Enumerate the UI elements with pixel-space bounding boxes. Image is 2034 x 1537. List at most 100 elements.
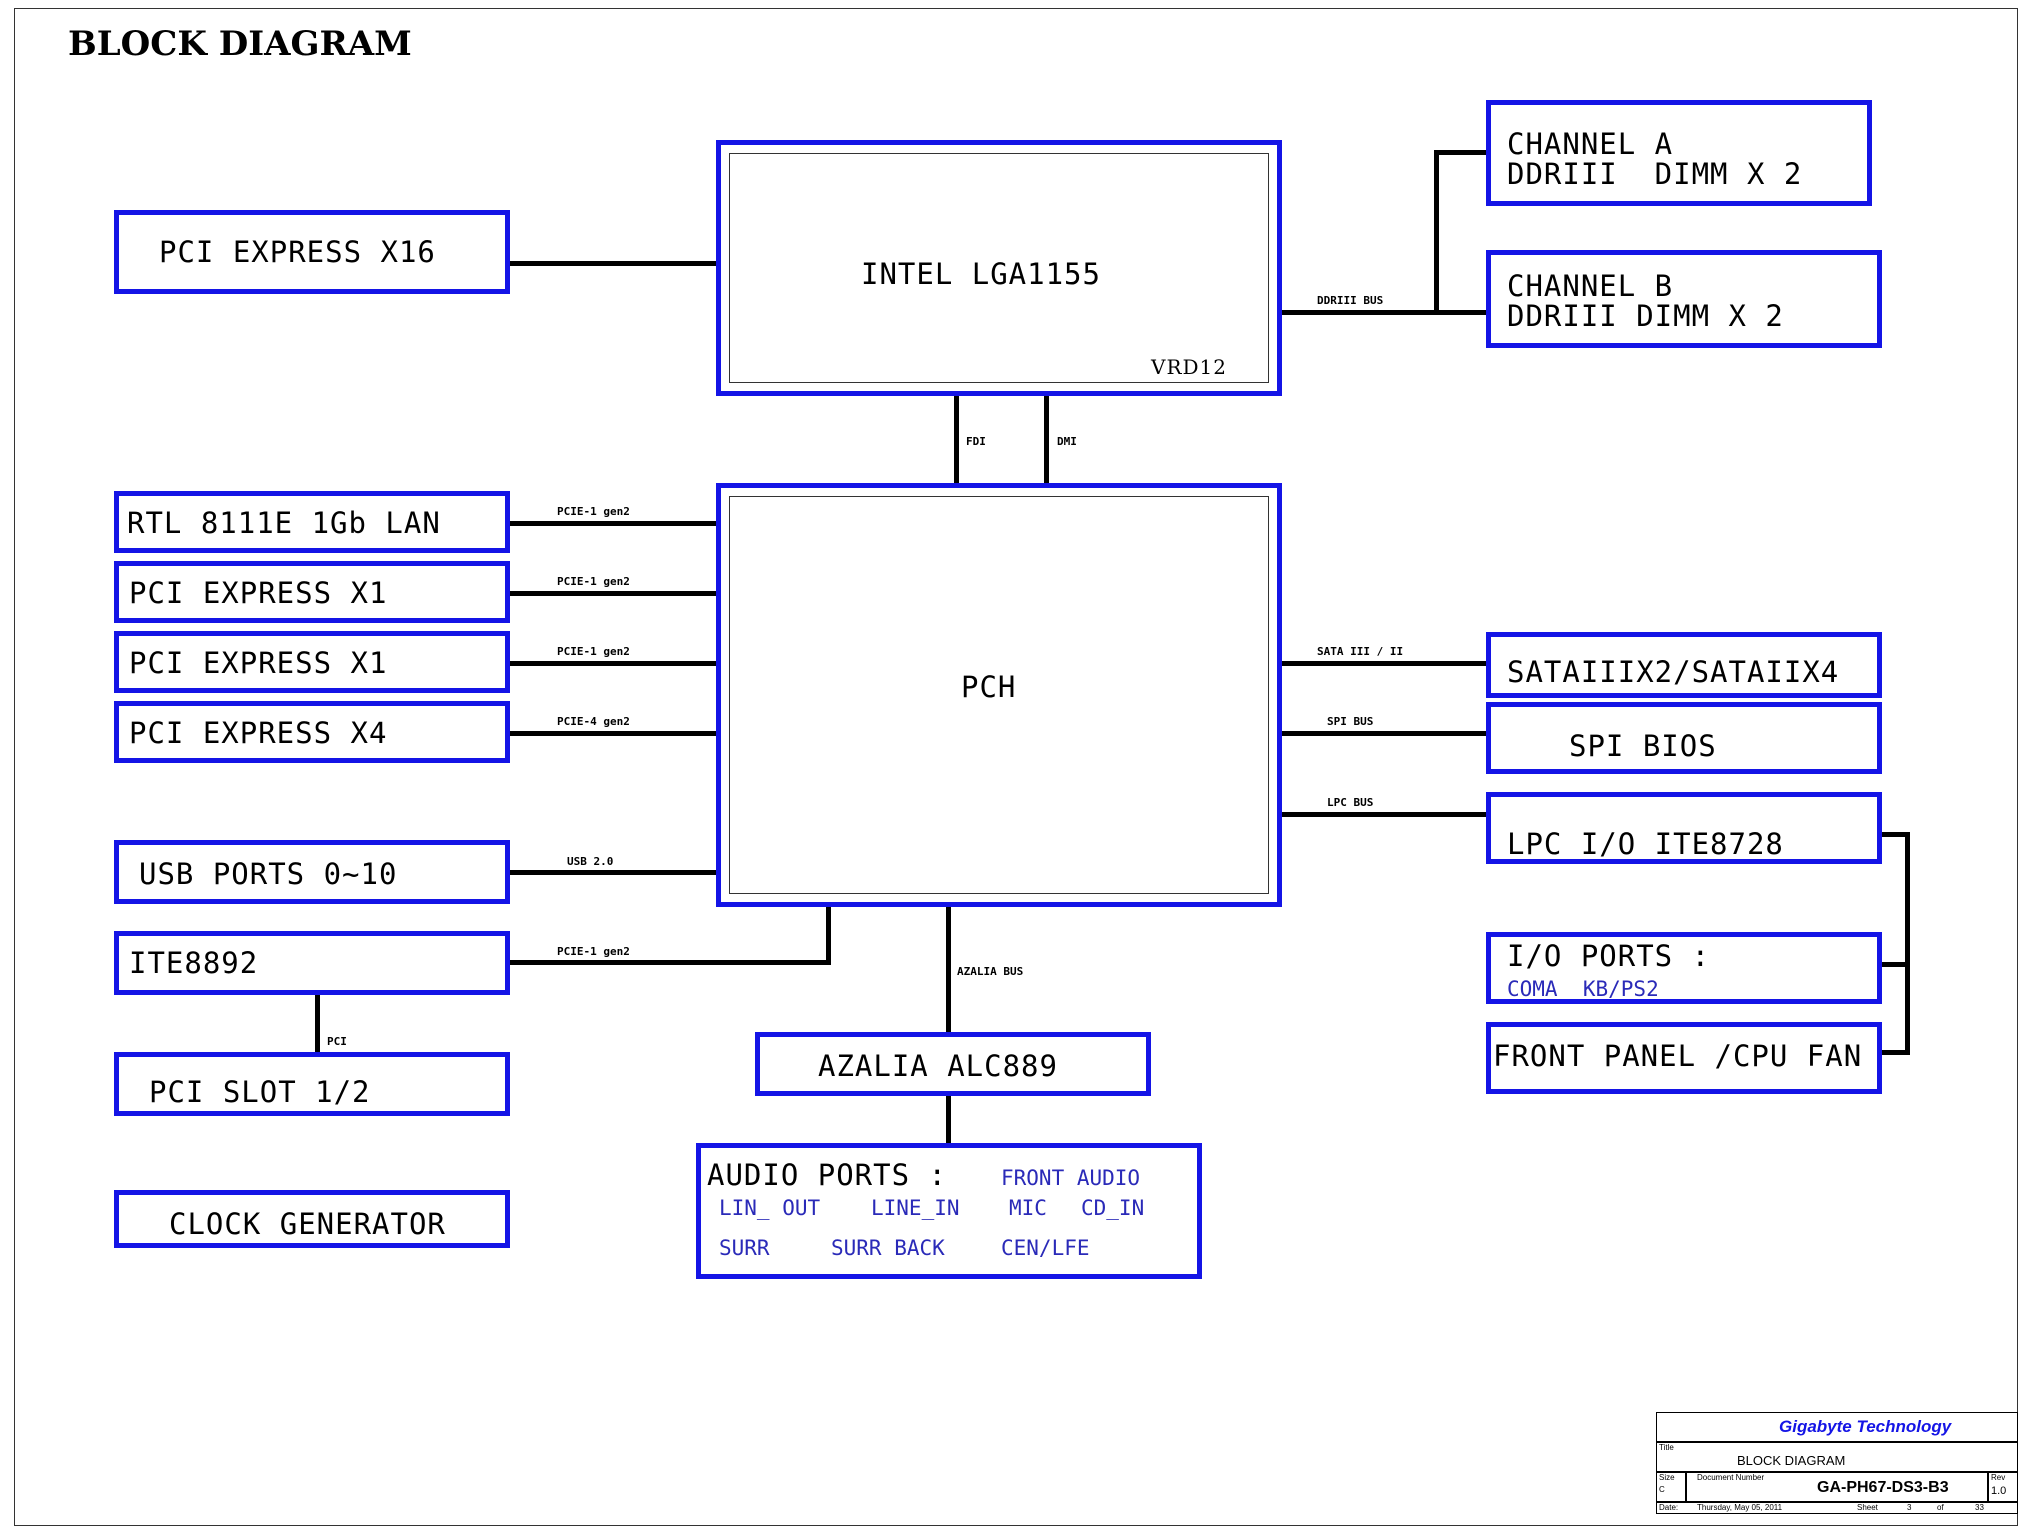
line-sata <box>1280 661 1486 666</box>
line-dmi <box>1044 395 1049 485</box>
sata-label: SATAIIIX2/SATAIIX4 <box>1507 655 1840 689</box>
line-x1-a <box>508 591 716 596</box>
line-ddriii <box>1280 310 1436 315</box>
ite8892-label: ITE8892 <box>129 946 259 980</box>
pch-block: PCH <box>716 483 1282 907</box>
size-field-value: C <box>1659 1485 1665 1494</box>
clock-generator-block: CLOCK GENERATOR <box>114 1190 510 1248</box>
title-block-divider <box>1685 1471 1687 1501</box>
sata-block: SATAIIIX2/SATAIIX4 <box>1486 632 1882 698</box>
lpc-io-block: LPC I/O ITE8728 <box>1486 792 1882 864</box>
doc-number-value: GA-PH67-DS3-B3 <box>1817 1479 1949 1496</box>
bus-label-lpc: LPC BUS <box>1327 796 1374 809</box>
ite8892-block: ITE8892 <box>114 931 510 995</box>
line-azalia <box>946 902 951 1034</box>
pci-slot-block: PCI SLOT 1/2 <box>114 1052 510 1116</box>
audio-ports-block: AUDIO PORTS : FRONT AUDIO LIN_ OUT LINE_… <box>696 1143 1202 1279</box>
bus-label-azalia: AZALIA BUS <box>957 965 1024 978</box>
channel-b-block: CHANNEL B DDRIII DIMM X 2 <box>1486 250 1882 348</box>
rev-value: 1.0 <box>1991 1485 2007 1497</box>
cpu-label: INTEL LGA1155 <box>861 257 1101 291</box>
audio-line-in: LINE_IN <box>871 1196 960 1220</box>
audio-mic: MIC <box>1009 1196 1047 1220</box>
audio-surr-back: SURR BACK <box>831 1236 945 1260</box>
line-pci <box>315 994 320 1058</box>
doc-number-label: Document Number <box>1697 1473 1765 1482</box>
size-field-label: Size <box>1659 1473 1675 1482</box>
line-lpc <box>1280 812 1486 817</box>
bus-label-usb: USB 2.0 <box>567 855 614 868</box>
page-title: BLOCK DIAGRAM <box>68 24 412 64</box>
lpc-io-label: LPC I/O ITE8728 <box>1507 827 1784 861</box>
spi-bios-label: SPI BIOS <box>1569 729 1717 763</box>
pcie-x4-block: PCI EXPRESS X4 <box>114 701 510 763</box>
clock-generator-label: CLOCK GENERATOR <box>169 1207 446 1241</box>
line-front-panel <box>1876 1050 1910 1055</box>
title-block: Gigabyte Technology Title BLOCK DIAGRAM … <box>1656 1412 2018 1514</box>
cpu-inner-frame <box>729 153 1269 383</box>
line-ite <box>508 960 831 965</box>
pci-slot-label: PCI SLOT 1/2 <box>149 1075 371 1109</box>
company-name: Gigabyte Technology <box>1779 1417 1952 1436</box>
pch-label: PCH <box>961 670 1017 704</box>
audio-front-audio: FRONT AUDIO <box>1001 1166 1141 1190</box>
line-channel-b <box>1434 310 1486 315</box>
channel-b-line2: DDRIII DIMM X 2 <box>1507 299 1784 333</box>
pcie-x4-label: PCI EXPRESS X4 <box>129 716 388 750</box>
line-channel-a <box>1434 150 1486 155</box>
channel-a-line1: CHANNEL A <box>1507 127 1674 161</box>
channel-a-line2: DDRIII DIMM X 2 <box>1507 157 1803 191</box>
line-lpc-out <box>1876 832 1910 837</box>
line-usb <box>508 870 716 875</box>
cpu-vrd-label: VRD12 <box>1151 355 1227 379</box>
line-audio <box>946 1094 951 1146</box>
line-io-ports <box>1876 962 1910 967</box>
audio-lin-out: LIN_ OUT <box>719 1196 821 1220</box>
front-panel-label: FRONT PANEL /CPU FAN <box>1493 1039 1863 1073</box>
title-field-label: Title <box>1659 1443 1674 1452</box>
bus-label-ddriii: DDRIII BUS <box>1317 294 1384 307</box>
lan-block: RTL 8111E 1Gb LAN <box>114 491 510 553</box>
line-lan <box>508 521 716 526</box>
pcie-x1-a-block: PCI EXPRESS X1 <box>114 561 510 623</box>
audio-cen-lfe: CEN/LFE <box>1001 1236 1090 1260</box>
lan-label: RTL 8111E 1Gb LAN <box>127 506 441 540</box>
io-ports-label: I/O PORTS : <box>1507 939 1711 973</box>
pcie-x1-b-block: PCI EXPRESS X1 <box>114 631 510 693</box>
pcie-x16-block: PCI EXPRESS X16 <box>114 210 510 294</box>
total-sheets: 33 <box>1975 1503 1984 1512</box>
pch-inner-frame <box>729 496 1269 894</box>
title-field-value: BLOCK DIAGRAM <box>1737 1453 1846 1468</box>
date-label: Date: <box>1659 1503 1679 1512</box>
bus-label-x1-b: PCIE-1 gen2 <box>557 645 630 658</box>
title-block-divider <box>1657 1441 2017 1443</box>
sheet-value: 3 <box>1907 1503 1912 1512</box>
title-block-divider <box>1657 1471 2017 1473</box>
audio-cd-in: CD_IN <box>1081 1196 1145 1220</box>
audio-surr: SURR <box>719 1236 770 1260</box>
azalia-block: AZALIA ALC889 <box>755 1032 1151 1096</box>
title-block-divider <box>1657 1501 2017 1503</box>
pcie-x1-b-label: PCI EXPRESS X1 <box>129 646 388 680</box>
bus-label-lan: PCIE-1 gen2 <box>557 505 630 518</box>
front-panel-block: FRONT PANEL /CPU FAN <box>1486 1022 1882 1094</box>
pcie-x1-a-label: PCI EXPRESS X1 <box>129 576 388 610</box>
bus-label-x1-a: PCIE-1 gen2 <box>557 575 630 588</box>
cpu-block: INTEL LGA1155 VRD12 <box>716 140 1282 396</box>
bus-label-fdi: FDI <box>966 435 986 448</box>
spi-bios-block: SPI BIOS <box>1486 702 1882 774</box>
channel-b-line1: CHANNEL B <box>1507 269 1674 303</box>
sheet-border <box>14 8 2018 1526</box>
pcie-x16-label: PCI EXPRESS X16 <box>159 235 436 269</box>
bus-label-x4: PCIE-4 gen2 <box>557 715 630 728</box>
bus-label-sata: SATA III / II <box>1317 645 1404 658</box>
bus-label-dmi: DMI <box>1057 435 1077 448</box>
usb-block: USB PORTS 0~10 <box>114 840 510 904</box>
channel-a-block: CHANNEL A DDRIII DIMM X 2 <box>1486 100 1872 206</box>
audio-ports-label: AUDIO PORTS : <box>707 1158 947 1192</box>
usb-label: USB PORTS 0~10 <box>139 857 398 891</box>
line-lpc-riser <box>1905 832 1910 1055</box>
line-fdi <box>954 395 959 485</box>
line-ite-riser <box>826 902 831 965</box>
